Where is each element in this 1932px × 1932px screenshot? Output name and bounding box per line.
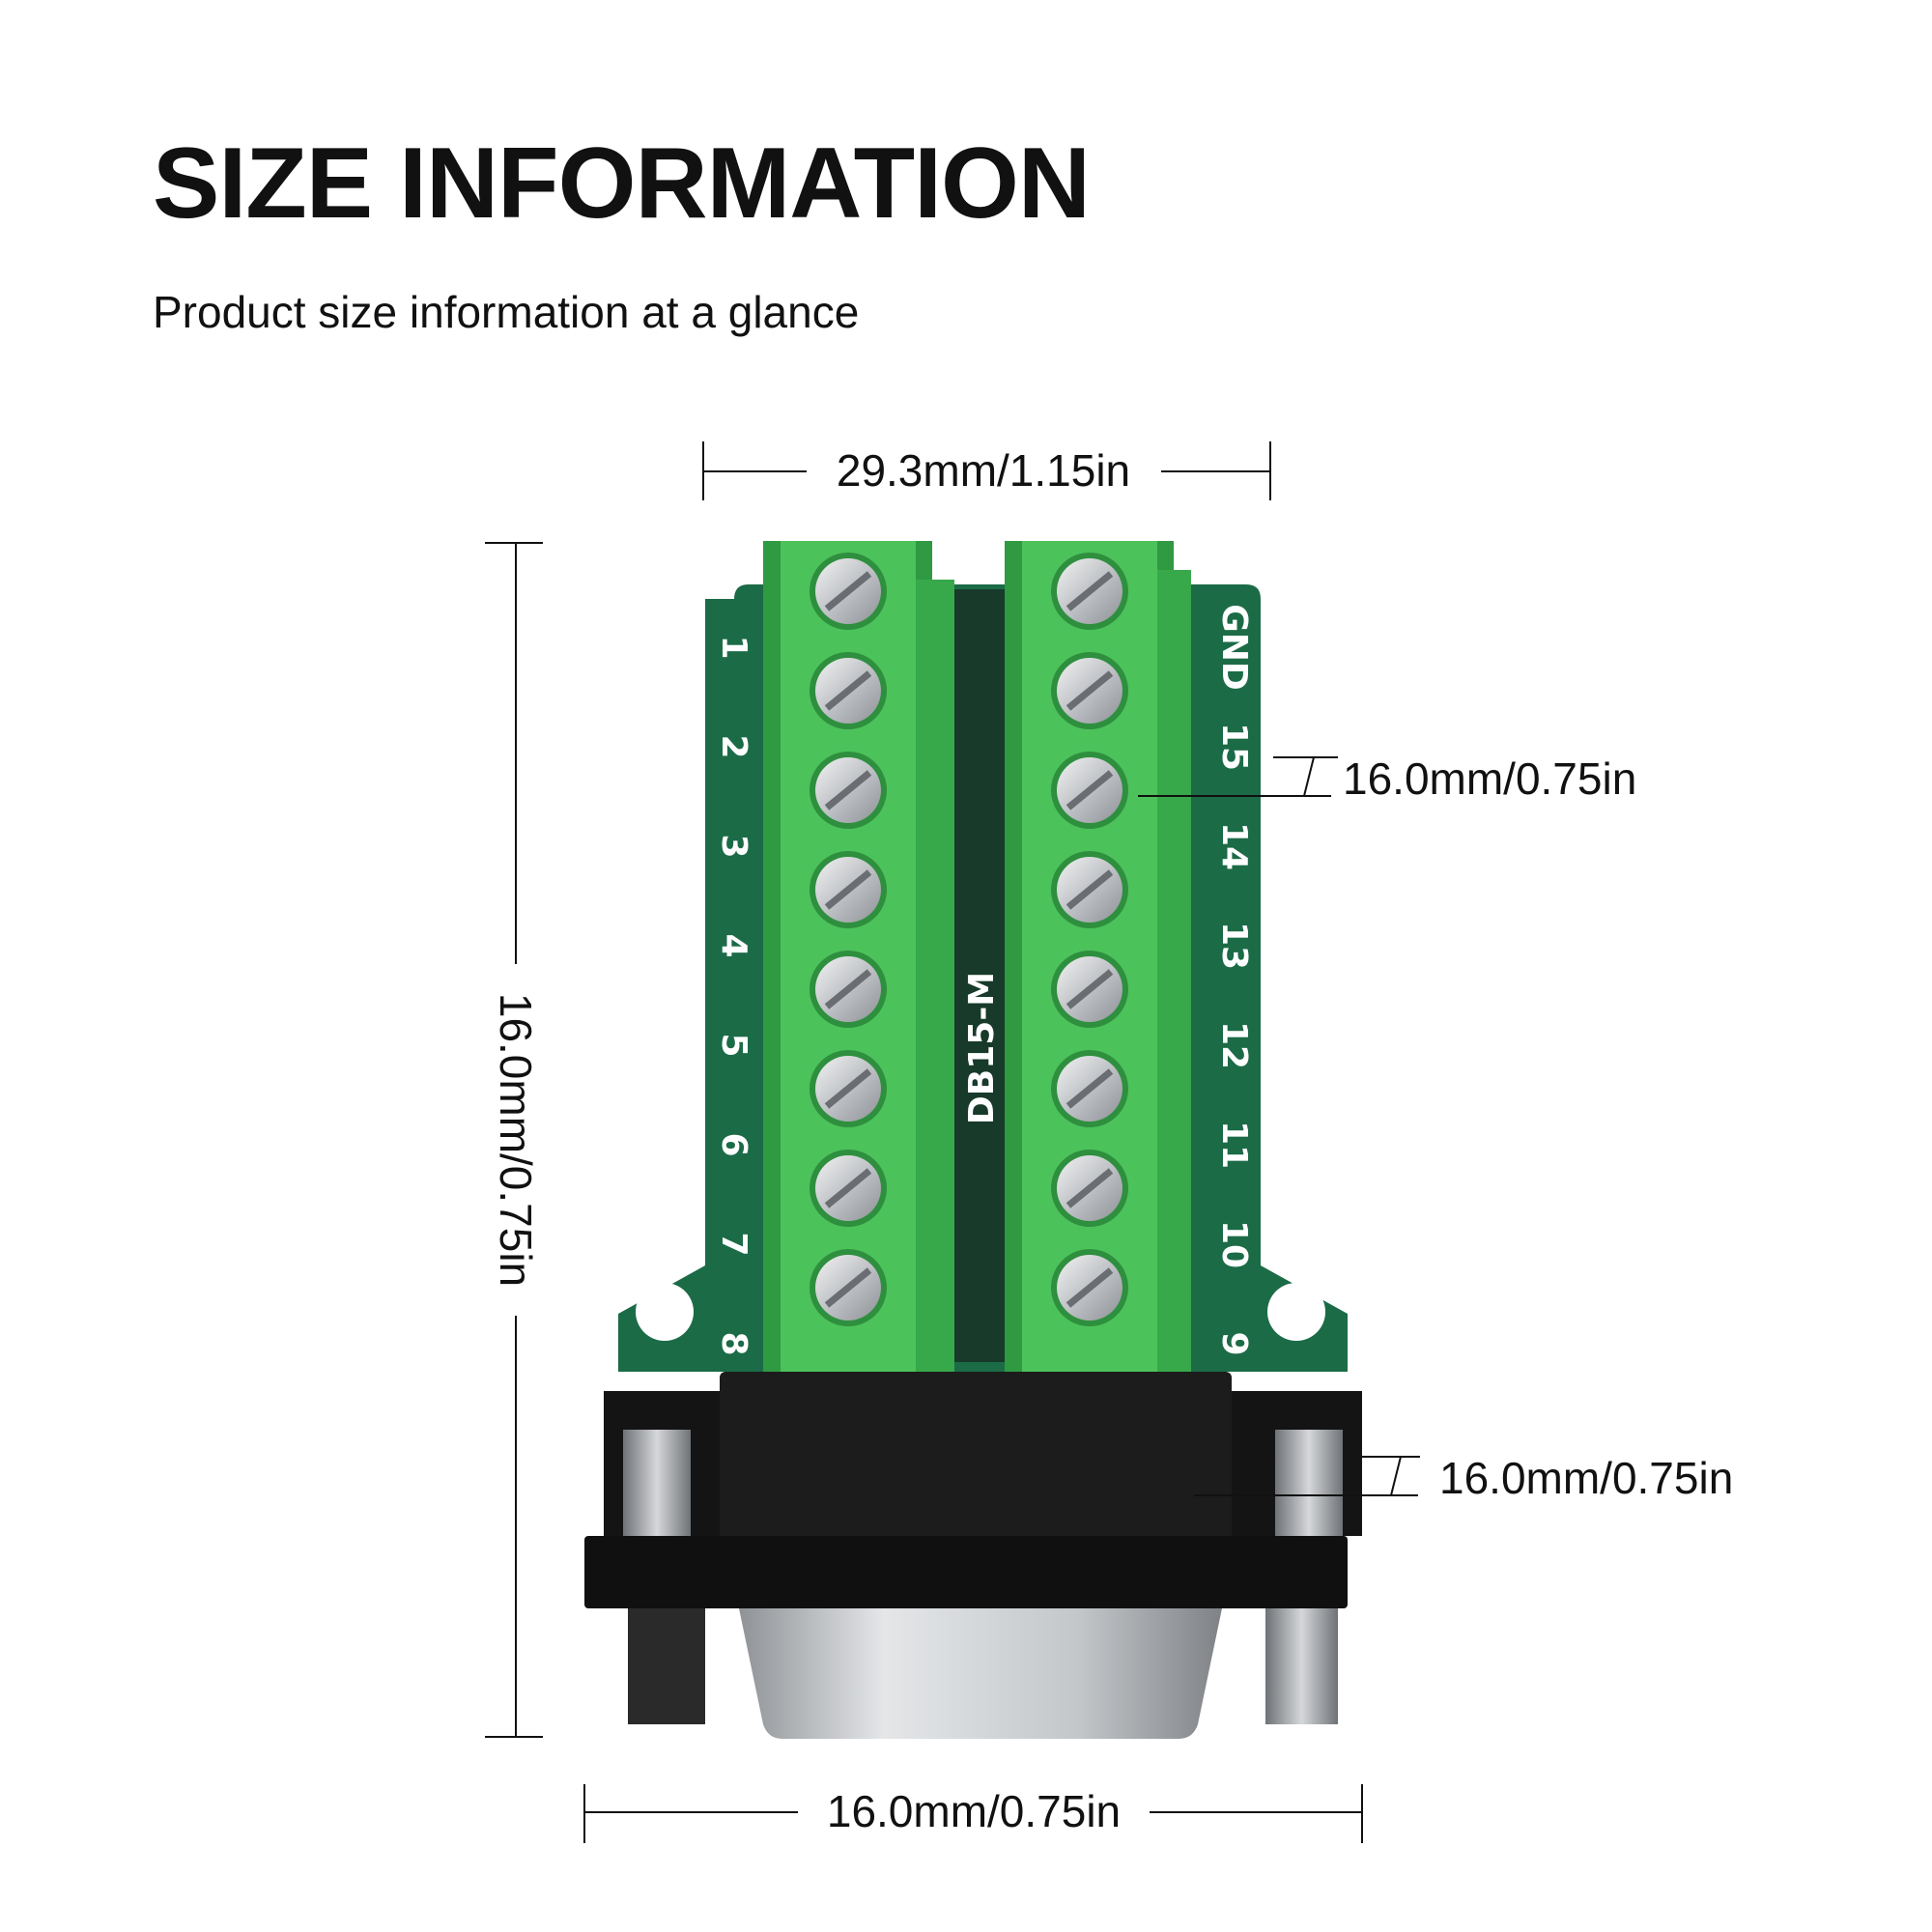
pin-label-right-5: 12 <box>1214 1021 1254 1069</box>
dimension-overall-height-label: 16.0mm/0.75in <box>491 993 541 1287</box>
d-sub-shell <box>739 1608 1222 1739</box>
terminal-screw-left-6 <box>810 1050 887 1127</box>
dimension-bottom-width-label: 16.0mm/0.75in <box>827 1786 1121 1836</box>
pin-label-right-8: 9 <box>1214 1331 1254 1355</box>
terminal-screw-left-1 <box>810 553 887 630</box>
dimension-top-width-label: 29.3mm/1.15in <box>837 445 1130 496</box>
pin-label-left-8: 8 <box>714 1331 753 1355</box>
jackscrew-left <box>628 1608 705 1724</box>
pin-label-left-3: 3 <box>714 834 753 858</box>
terminal-screw-right-7 <box>1051 1150 1128 1227</box>
pin-label-right-2: 15 <box>1214 723 1254 771</box>
standoff-post-right <box>1275 1430 1343 1536</box>
terminal-screw-right-5 <box>1051 951 1128 1028</box>
pin-label-left-2: 2 <box>714 734 753 758</box>
pin-label-right-7: 10 <box>1214 1220 1254 1268</box>
pin-label-right-3: 14 <box>1214 822 1254 870</box>
mounting-hole-left <box>636 1283 694 1341</box>
terminal-screw-right-3 <box>1051 752 1128 829</box>
mounting-hole-right <box>1267 1283 1325 1341</box>
standoff-post-left <box>623 1430 691 1536</box>
terminal-screw-right-6 <box>1051 1050 1128 1127</box>
terminal-screw-left-2 <box>810 652 887 729</box>
terminal-screw-right-8 <box>1051 1249 1128 1326</box>
pin-label-left-4: 4 <box>714 933 753 957</box>
terminal-screw-right-1 <box>1051 553 1128 630</box>
pin-label-left-5: 5 <box>714 1033 753 1057</box>
page-subtitle: Product size information at a glance <box>153 287 860 337</box>
pin-label-right-6: 11 <box>1214 1121 1254 1169</box>
connector-flange <box>584 1536 1348 1608</box>
terminal-screw-left-5 <box>810 951 887 1028</box>
terminal-screw-left-7 <box>810 1150 887 1227</box>
terminal-screw-right-2 <box>1051 652 1128 729</box>
dimension-overall-height <box>485 542 543 1738</box>
jackscrew-right <box>1265 1608 1338 1724</box>
model-label: DB15-M <box>962 972 1002 1124</box>
terminal-screw-left-8 <box>810 1249 887 1326</box>
terminal-screw-right-4 <box>1051 851 1128 928</box>
pin-label-left-7: 7 <box>714 1232 753 1256</box>
dimension-flange-thickness <box>1194 1456 1420 1496</box>
pin-label-left-6: 6 <box>714 1132 753 1156</box>
terminal-screw-left-4 <box>810 851 887 928</box>
page-title: SIZE INFORMATION <box>153 128 1091 240</box>
connector-body <box>720 1372 1232 1546</box>
pin-label-right-1: GND <box>1214 604 1254 691</box>
dimension-terminal-pitch-label: 16.0mm/0.75in <box>1343 753 1636 804</box>
pin-label-left-1: 1 <box>714 635 753 659</box>
terminal-screw-left-3 <box>810 752 887 829</box>
pin-label-right-4: 13 <box>1214 922 1254 970</box>
dimension-flange-thickness-label: 16.0mm/0.75in <box>1439 1453 1733 1503</box>
dimension-terminal-pitch <box>1138 756 1338 797</box>
dimension-bottom-width <box>583 1784 1363 1843</box>
dimension-top-width <box>702 441 1271 500</box>
